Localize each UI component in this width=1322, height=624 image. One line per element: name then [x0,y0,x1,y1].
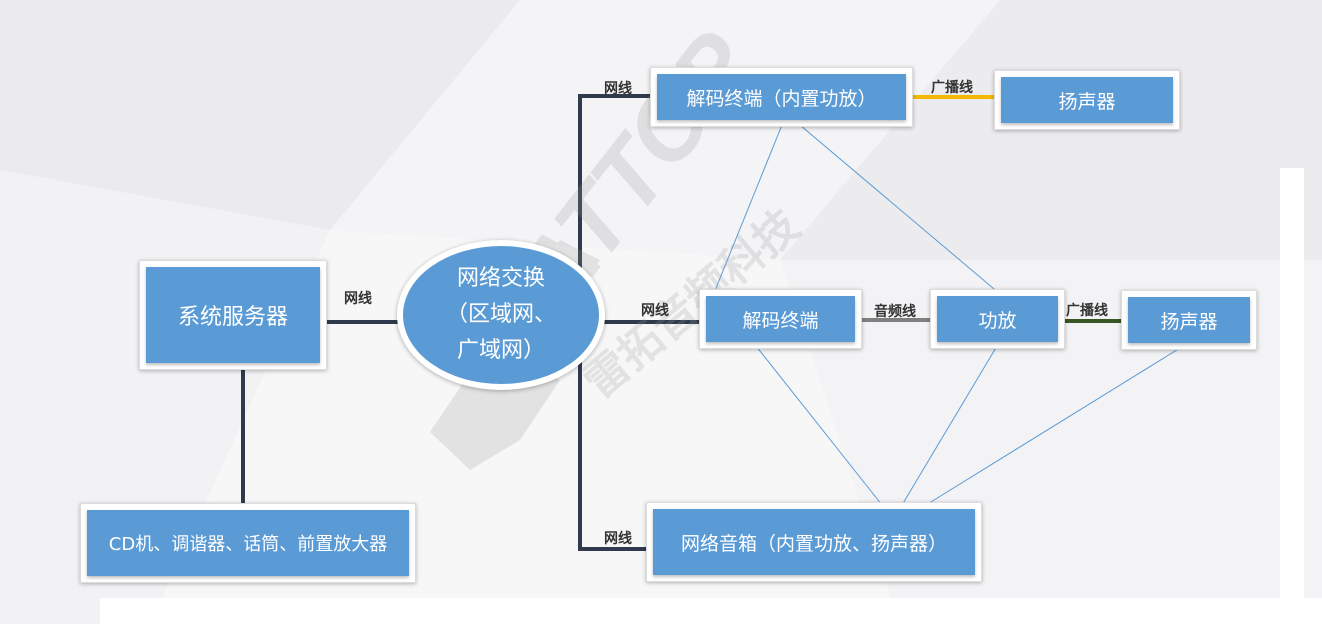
switch-label-line2: （区域网、 [445,302,556,327]
amplifier-node[interactable]: 功放 [930,289,1065,349]
server-node[interactable]: 系统服务器 [139,260,327,370]
sources-node[interactable]: CD机、调谐器、话筒、前置放大器 [80,503,416,583]
label-network-bottom: 网线 [604,531,632,547]
sources-label: CD机、调谐器、话筒、前置放大器 [87,510,409,576]
speaker-mid-label: 扬声器 [1128,297,1250,343]
net-speaker-node[interactable]: 网络音箱（内置功放、扬声器） [646,502,982,582]
net-speaker-label: 网络音箱（内置功放、扬声器） [653,509,975,575]
label-network-server: 网线 [344,291,372,307]
decoder-top-label: 解码终端（内置功放） [657,74,906,120]
network-switch-node[interactable]: 网络交换 （区域网、 广域网） [397,240,605,390]
label-broadcast-top: 广播线 [931,80,973,96]
decoder-mid-node[interactable]: 解码终端 [699,289,862,349]
label-broadcast-mid: 广播线 [1066,303,1108,319]
switch-label-line1: 网络交换 [456,266,545,291]
speaker-top-label: 扬声器 [1001,77,1173,123]
speaker-top-node[interactable]: 扬声器 [994,70,1180,130]
amplifier-label: 功放 [937,296,1058,342]
label-network-top: 网线 [604,81,632,97]
switch-label-line3: 广域网） [456,338,545,363]
server-label: 系统服务器 [146,267,320,363]
decoder-top-node[interactable]: 解码终端（内置功放） [650,67,913,127]
speaker-mid-node[interactable]: 扬声器 [1121,290,1257,350]
label-network-mid: 网线 [641,303,669,319]
decoder-mid-label: 解码终端 [706,296,855,342]
label-audio: 音频线 [874,304,916,320]
